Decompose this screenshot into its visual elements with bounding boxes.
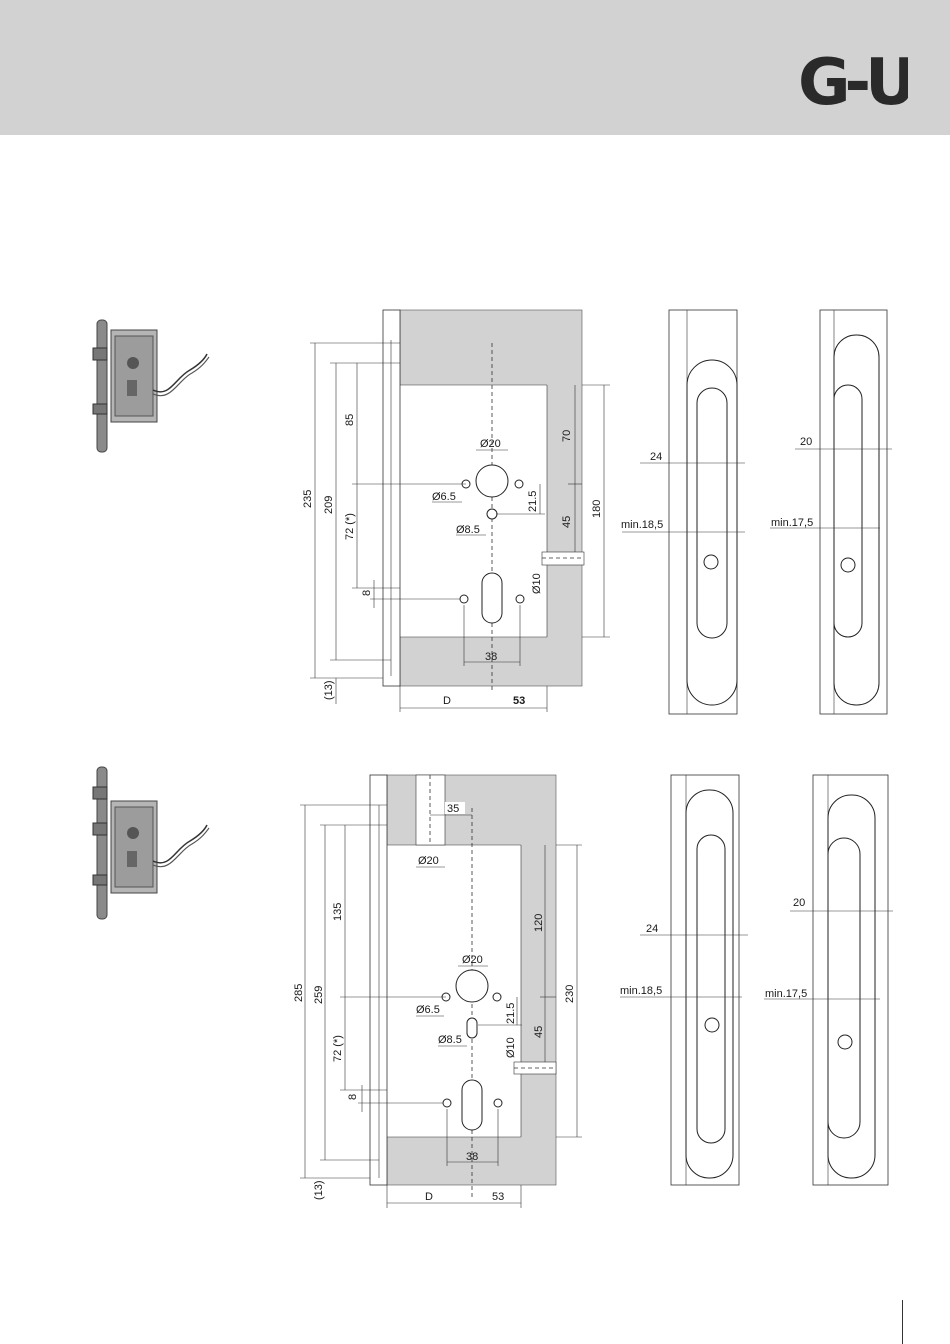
strike-b-dim-20: 20	[800, 436, 812, 448]
dim-38: 38	[485, 651, 497, 663]
dim-dia10: Ø10	[531, 573, 543, 594]
dim-209: 209	[323, 496, 335, 514]
lock-case-drawing-bottom: 285 259 135 72 (*) 8 (13) 35 Ø20 120 45 …	[293, 775, 582, 1208]
dim-70: 70	[561, 430, 573, 442]
dim-8: 8	[361, 590, 373, 596]
strike-plate-b-top: 20 min.17,5	[770, 310, 892, 714]
page-rule	[902, 1300, 903, 1344]
dim-dia20-top: Ø20	[418, 855, 439, 867]
dim-45-bottom: 45	[533, 1026, 545, 1038]
strike-plate-b-bottom: 20 min.17,5	[764, 775, 893, 1185]
strike-b-dim-min: min.17,5	[771, 517, 813, 529]
dim-38-bottom: 38	[466, 1151, 478, 1163]
dim-dia20-bottom: Ø20	[462, 954, 483, 966]
dim-45: 45	[561, 516, 573, 528]
dim-53: 53	[513, 695, 525, 707]
strike-b-bottom-dim-min: min.17,5	[765, 988, 807, 1000]
dim-85: 85	[344, 414, 356, 426]
dim-D-bottom: D	[425, 1191, 433, 1203]
strike-a-bottom-dim-24: 24	[646, 923, 658, 935]
dim-285: 285	[293, 984, 305, 1002]
dim-D: D	[443, 695, 451, 707]
dim-135: 135	[332, 903, 344, 921]
dim-53-bottom: 53	[492, 1191, 504, 1203]
dim-dia6-5: Ø6.5	[432, 491, 456, 503]
dim-35: 35	[447, 803, 459, 815]
lock-case-drawing-top: 235 209 85 72 (*) 8 (13) 70 45 180 21.5 …	[302, 310, 610, 712]
dim-72: 72 (*)	[344, 513, 356, 540]
dim-21-5-bottom: 21.5	[505, 1003, 517, 1024]
dim-72-bottom: 72 (*)	[332, 1035, 344, 1062]
strike-a-dim-min: min.18,5	[621, 519, 663, 531]
dim-259: 259	[313, 986, 325, 1004]
strike-plate-a-top: 24 min.18,5	[621, 310, 745, 714]
dim-21-5: 21.5	[527, 491, 539, 512]
strike-b-bottom-dim-20: 20	[793, 897, 805, 909]
dim-dia20: Ø20	[480, 438, 501, 450]
dim-8-bottom: 8	[347, 1094, 359, 1100]
faceplate-bottom	[370, 775, 387, 1185]
strike-a-dim-24: 24	[650, 451, 662, 463]
dim-13: (13)	[323, 680, 335, 700]
faceplate-top	[383, 310, 400, 686]
dim-dia10-bottom: Ø10	[505, 1037, 517, 1058]
dim-180: 180	[591, 500, 603, 518]
dim-13-bottom: (13)	[313, 1180, 325, 1200]
strike-a-bottom-dim-min: min.18,5	[620, 985, 662, 997]
strike-plate-a-bottom: 24 min.18,5	[620, 775, 748, 1185]
dim-120: 120	[533, 914, 545, 932]
dim-dia8-5: Ø8.5	[456, 524, 480, 536]
dim-dia8-5-bottom: Ø8.5	[438, 1034, 462, 1046]
dim-235: 235	[302, 490, 314, 508]
dim-230: 230	[564, 985, 576, 1003]
dim-dia6-5-bottom: Ø6.5	[416, 1004, 440, 1016]
